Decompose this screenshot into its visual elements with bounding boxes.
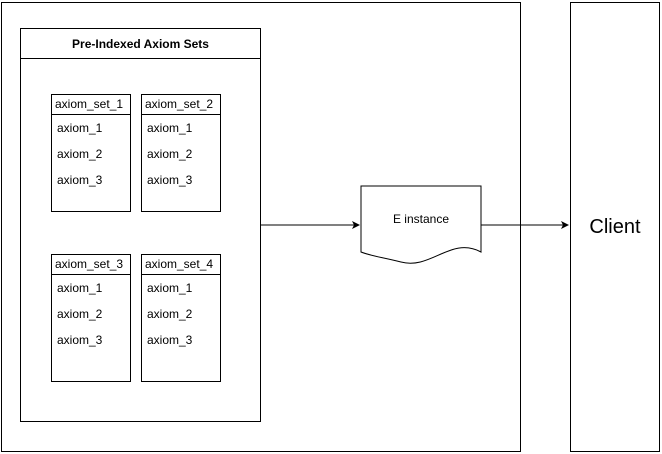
- table-row: axiom_1: [147, 281, 193, 295]
- table-row: axiom_3: [57, 333, 103, 347]
- table-row: axiom_1: [57, 281, 103, 295]
- table-row: axiom_1: [147, 121, 193, 135]
- table-header: axiom_set_1: [52, 95, 130, 115]
- table-row: axiom_3: [57, 173, 103, 187]
- table-row: axiom_2: [57, 147, 103, 161]
- axiom-set-table: axiom_set_3 axiom_1 axiom_2 axiom_3: [51, 254, 131, 382]
- table-row: axiom_3: [147, 173, 193, 187]
- axiom-set-table: axiom_set_1 axiom_1 axiom_2 axiom_3: [51, 94, 131, 212]
- group-title: Pre-Indexed Axiom Sets: [21, 29, 260, 59]
- table-header: axiom_set_2: [142, 95, 220, 115]
- table-row: axiom_3: [147, 333, 193, 347]
- table-row: axiom_1: [57, 121, 103, 135]
- table-row: axiom_2: [57, 307, 103, 321]
- client-box: Client: [570, 2, 660, 452]
- table-header: axiom_set_4: [142, 255, 220, 275]
- table-row: axiom_2: [147, 147, 193, 161]
- table-header: axiom_set_3: [52, 255, 130, 275]
- client-label: Client: [589, 215, 641, 238]
- document-shape: [360, 185, 482, 264]
- table-row: axiom_2: [147, 307, 193, 321]
- axiom-set-table: axiom_set_4 axiom_1 axiom_2 axiom_3: [141, 254, 221, 382]
- document-label: E instance: [392, 212, 450, 226]
- axiom-set-table: axiom_set_2 axiom_1 axiom_2 axiom_3: [141, 94, 221, 212]
